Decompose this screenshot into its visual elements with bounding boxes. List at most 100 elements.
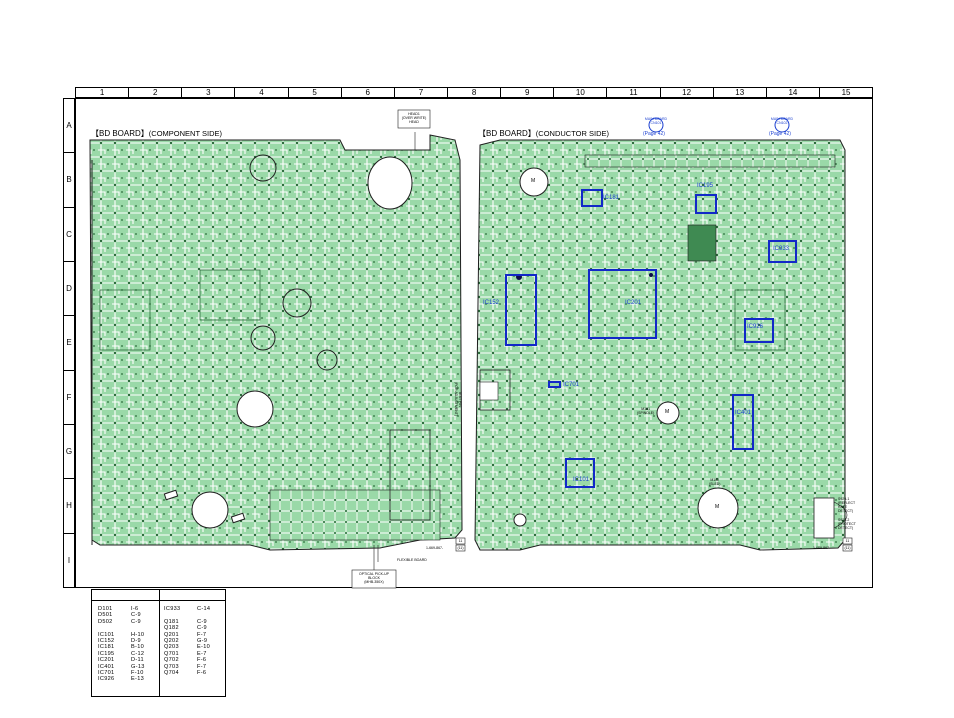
legend-location: E-10 bbox=[197, 644, 211, 651]
column-label: 6 bbox=[342, 88, 395, 97]
legend-row: Q202 G-9 bbox=[164, 638, 210, 644]
ic401-label: IC401 bbox=[735, 410, 752, 416]
legend-ref: Q201 bbox=[164, 631, 179, 638]
main-board-2-circle bbox=[774, 117, 790, 133]
legend-ref: Q704 bbox=[164, 670, 179, 677]
row-label: B bbox=[64, 153, 74, 208]
legend-location: C-9 bbox=[197, 625, 207, 632]
legend-location: E-13 bbox=[131, 676, 145, 683]
head-callout: HEAD1(OVER WRITE)HEAD bbox=[401, 112, 427, 124]
ic201-highlight bbox=[588, 269, 657, 339]
motor-3-label: M102(SLED) bbox=[709, 478, 721, 486]
motor-1-outline bbox=[519, 167, 549, 197]
tab-left-2: (11) bbox=[457, 546, 464, 550]
ic933-label: IC933 bbox=[773, 246, 790, 252]
column-label: 5 bbox=[289, 88, 342, 97]
legend-row: IC181 B-10 bbox=[98, 644, 145, 650]
ic181-highlight bbox=[581, 189, 603, 207]
legend-header bbox=[92, 590, 225, 601]
flexible-board-label: FLEXIBLE BOARD bbox=[397, 558, 427, 562]
legend-location: H-10 bbox=[131, 631, 145, 638]
tab-left-1: 11 bbox=[458, 539, 463, 543]
column-label: 15 bbox=[841, 88, 851, 97]
legend-ref: Q703 bbox=[164, 663, 179, 670]
row-label: A bbox=[64, 99, 74, 154]
legend-row: Q182 C-9 bbox=[164, 625, 210, 631]
legend-row: Q703 F-7 bbox=[164, 664, 210, 670]
ic201-label: IC201 bbox=[625, 300, 642, 306]
ic195-highlight bbox=[695, 194, 717, 214]
row-label: D bbox=[64, 262, 74, 317]
legend-ref: Q182 bbox=[164, 625, 179, 632]
row-label: F bbox=[64, 371, 74, 425]
legend-location: C-9 bbox=[131, 618, 141, 625]
legend-ref: IC201 bbox=[98, 657, 115, 664]
board-number-right: 1-669-867- bbox=[813, 546, 831, 550]
legend-ref: IC152 bbox=[98, 638, 115, 645]
column-label: 3 bbox=[182, 88, 236, 97]
motor-3-outline bbox=[697, 487, 739, 529]
ic933-highlight bbox=[768, 240, 797, 263]
legend-row: IC701 F-10 bbox=[98, 670, 145, 676]
legend-ref: Q702 bbox=[164, 657, 179, 664]
legend-location: C-9 bbox=[197, 618, 207, 625]
column-label: 14 bbox=[767, 88, 820, 97]
column-label: 8 bbox=[448, 88, 502, 97]
legend-ref: IC195 bbox=[98, 650, 115, 657]
legend-ref: Q181 bbox=[164, 618, 179, 625]
motor-2-outline bbox=[656, 401, 680, 425]
legend-location: B-10 bbox=[131, 644, 145, 651]
main-board-1-circle bbox=[648, 117, 664, 133]
legend-location: I-6 bbox=[131, 606, 139, 612]
legend-ref: IC926 bbox=[98, 676, 115, 683]
legend-ref: D101 bbox=[98, 606, 113, 612]
ic701-label: IC701 bbox=[563, 382, 580, 388]
legend-ref: IC933 bbox=[164, 606, 181, 612]
legend-row: D502 C-9 bbox=[98, 619, 145, 625]
row-label: G bbox=[64, 425, 74, 480]
ic195-label: IC195 bbox=[697, 183, 714, 189]
ic701-highlight bbox=[548, 381, 561, 388]
legend-location: F-7 bbox=[197, 663, 207, 670]
legend-row: Q203 E-10 bbox=[164, 644, 210, 650]
legend-location: E-7 bbox=[197, 650, 207, 657]
row-label: H bbox=[64, 479, 74, 534]
legend-location: C-12 bbox=[131, 650, 145, 657]
ic181-label: IC181 bbox=[603, 195, 620, 201]
legend-location: G-9 bbox=[197, 638, 208, 645]
legend-location: G-13 bbox=[131, 663, 145, 670]
legend-location: F-10 bbox=[131, 670, 144, 677]
column-label: 7 bbox=[395, 88, 448, 97]
legend-ref: D502 bbox=[98, 618, 113, 625]
test-pin-label: TEST PIN(FOR ADJUSTMENT) bbox=[454, 382, 462, 417]
legend-ref: Q701 bbox=[164, 650, 179, 657]
legend-ref: Q202 bbox=[164, 638, 179, 645]
legend-ref: IC181 bbox=[98, 644, 115, 651]
ic926-label: IC926 bbox=[747, 324, 764, 330]
legend-ref: IC701 bbox=[98, 670, 115, 677]
motor-2-symbol: M bbox=[665, 409, 670, 415]
column-label: 2 bbox=[129, 88, 183, 97]
legend-row: Q181 C-9 bbox=[164, 619, 210, 625]
row-label: I bbox=[67, 555, 71, 565]
tab-right-2: (11) bbox=[844, 546, 851, 550]
legend-ref: Q203 bbox=[164, 644, 179, 651]
row-label: E bbox=[64, 316, 74, 371]
tab-right-1: 11 bbox=[845, 539, 850, 543]
column-label: 13 bbox=[714, 88, 767, 97]
diagram-frame bbox=[75, 98, 873, 588]
board-number-left: 1-669-867- bbox=[426, 546, 444, 550]
ic401-highlight bbox=[732, 394, 754, 450]
motor-2-label: M101(SPINDLE) bbox=[637, 407, 655, 415]
legend-ref: D501 bbox=[98, 612, 113, 619]
